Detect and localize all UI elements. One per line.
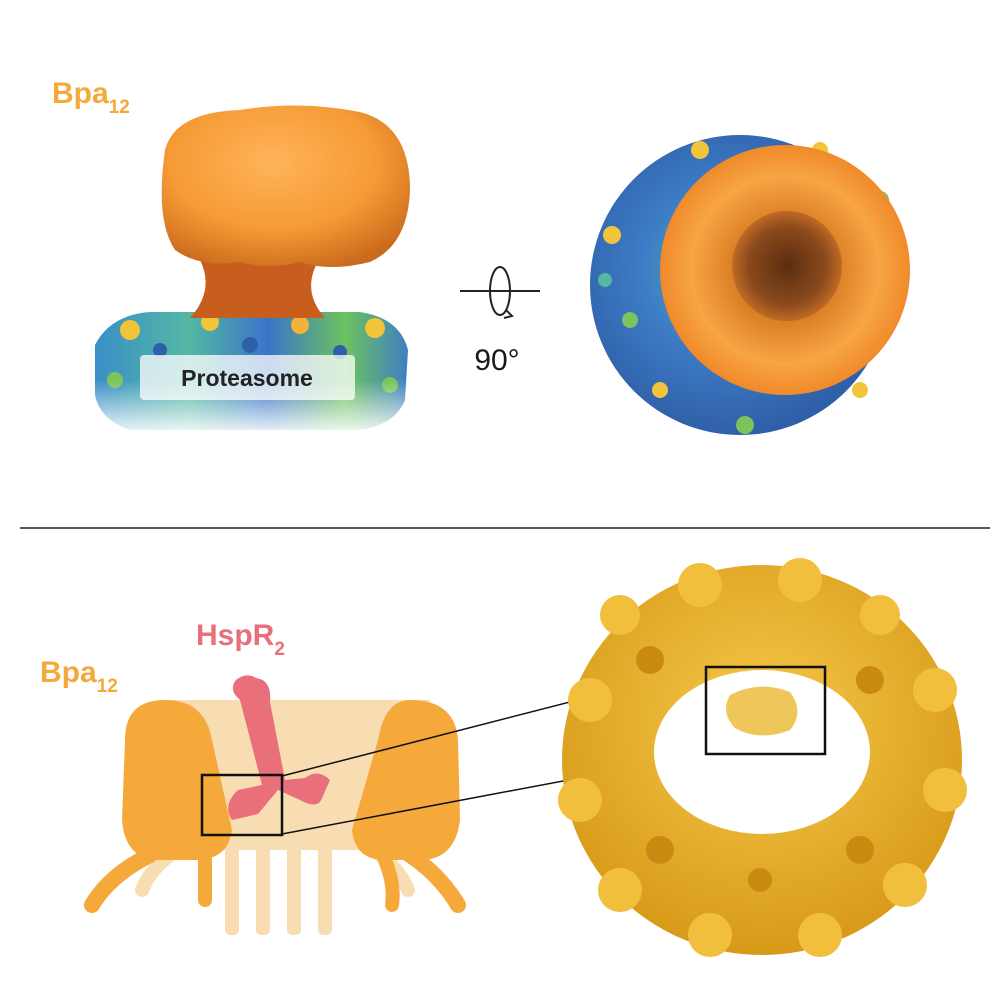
- proteasome-label: Proteasome: [181, 365, 313, 391]
- bpa-pore: [732, 211, 842, 321]
- rotation-angle-label: 90°: [474, 344, 519, 377]
- top-view-density-map: [590, 135, 910, 435]
- side-view-density-map: Proteasome: [95, 105, 410, 435]
- bpa-cap: [161, 105, 410, 267]
- hspr-density: [726, 686, 798, 736]
- bpa-lobe-right: [352, 700, 460, 860]
- hspr-label: HspR2: [196, 619, 285, 660]
- top-panel: Proteasome Bpa12 90°: [52, 77, 910, 435]
- bpa-stalk: [190, 258, 325, 318]
- bpa-label-bottom: Bpa12: [40, 656, 118, 697]
- rotation-arrow-icon: [460, 266, 540, 319]
- bpa-lobe-left: [122, 700, 232, 860]
- schematic-diagram: [84, 675, 466, 935]
- bpa-label-top: Bpa12: [52, 77, 130, 118]
- bottom-panel: Bpa12 HspR2: [40, 558, 967, 957]
- proteasome-legs: [225, 840, 332, 935]
- zoom-box-map: [704, 665, 827, 756]
- zoom-box-schematic: [200, 773, 284, 837]
- ring-density-map: [558, 558, 967, 957]
- hspr-schematic: [228, 675, 330, 820]
- proteasome-label-box: [140, 355, 355, 400]
